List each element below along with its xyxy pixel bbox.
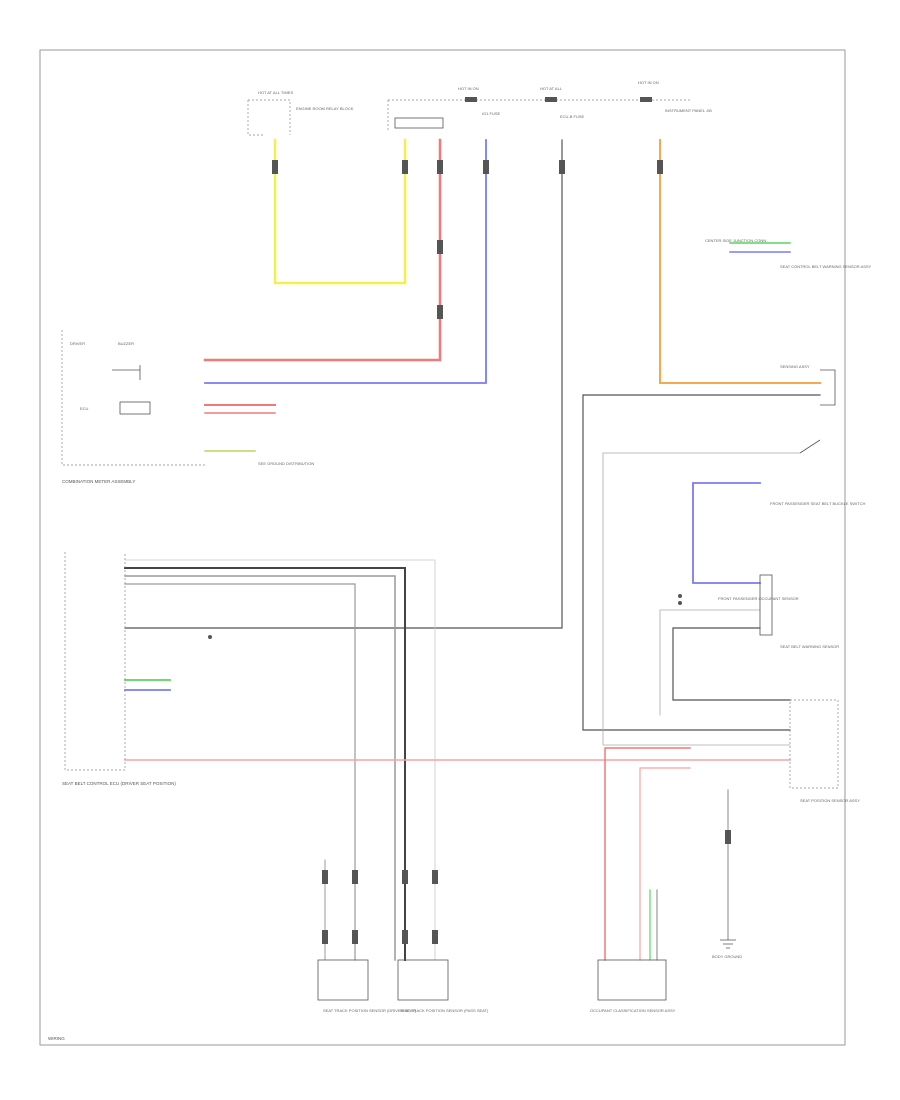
black-wire-driver-sensor [124, 567, 406, 961]
bottom-right-label: BODY GROUND [712, 954, 742, 959]
gray-wire-right-2 [672, 627, 791, 701]
pink-wire-occupant [639, 767, 691, 961]
red-wire-occupant [604, 747, 691, 961]
seat-belt-ecu: SEAT BELT CONTROL ECU (DRIVER SEAT POSIT… [62, 552, 682, 786]
left-ground-1-label: SEE GROUND DISTRIBUTION [258, 461, 314, 466]
meter-block-label: COMBINATION METER ASSEMBLY [62, 479, 135, 484]
top-junction-block: HOT IN ON IG1 FUSE HOT AT ALL ECU-B FUSE… [387, 80, 712, 130]
top-fuse-3-label: HOT AT ALL [540, 86, 563, 91]
top-fuse-4-desc: INSTRUMENT PANEL J/B [665, 108, 712, 113]
meter-label-2: BUZZER [118, 341, 134, 346]
right-conn-2-label: SEAT CONTROL BELT WARNING SENSOR ASSY [780, 264, 872, 269]
light-wire-pass-sensor [124, 559, 436, 961]
right-conn-3-label: SENSING ASSY [780, 364, 810, 369]
top-fuse-2-label: HOT IN ON [458, 86, 479, 91]
bottom-sensors: SEAT TRACK POSITION SENSOR (DRIVER SEAT)… [317, 939, 742, 1013]
top-fuse-2-desc: IG1 FUSE [482, 111, 501, 116]
black-wire-sensing [582, 394, 821, 731]
right-switch-1-label: FRONT PASSENGER SEAT BELT BUCKLE SWITCH [770, 501, 865, 506]
right-conn-5-label: SEAT BELT WARNING SENSOR [780, 644, 839, 649]
top-fuse-1-label: HOT AT ALL TIMES [258, 90, 293, 95]
meter-label-3: ECU [80, 406, 89, 411]
wires [124, 138, 821, 961]
right-conn-1-label: CENTER SIDE JUNCTION CONN [705, 238, 766, 243]
bottom-mid-label: OCCUPANT CLASSIFICATION SENSOR ASSY [590, 1008, 676, 1013]
blue-wire-switch [692, 482, 761, 584]
diagram-frame [39, 49, 846, 1046]
meter-label-1: DRIVER [70, 341, 85, 346]
top-fuse-block-1: HOT AT ALL TIMES ENGINE ROOM RELAY BLOCK [247, 90, 354, 136]
red-wire-meter [203, 138, 442, 362]
yellow-wire [273, 138, 407, 285]
top-fuse-3-desc: ECU-B FUSE [560, 114, 585, 119]
gray-wire-right-1 [602, 452, 801, 746]
top-fuse-1-desc: ENGINE ROOM RELAY BLOCK [296, 106, 354, 111]
footer-label: WIRING [48, 1036, 65, 1041]
gray-wire-driver-sensor [124, 575, 396, 961]
top-fuse-4-label: HOT IN ON [638, 80, 659, 85]
bottom-left-1-label: SEAT TRACK POSITION SENSOR (DRIVER SEAT) [323, 1008, 417, 1013]
right-components: CENTER SIDE JUNCTION CONN SEAT CONTROL B… [705, 238, 872, 803]
gray-wire-right-3 [659, 609, 761, 716]
combination-meter: DRIVER BUZZER ECU COMBINATION METER ASSE… [61, 330, 314, 484]
right-module-label: SEAT POSITION SENSOR ASSY [800, 798, 860, 803]
bottom-left-2-label: SEAT TRACK POSITION SENSOR (PASS SEAT) [400, 1008, 489, 1013]
black-wire-ecu [124, 139, 563, 629]
blue-wire-meter [204, 139, 487, 384]
wire-connectors [272, 160, 731, 944]
gray-wire-pass-sensor-1 [124, 583, 356, 961]
orange-wire [659, 139, 821, 384]
left-ecu-label: SEAT BELT CONTROL ECU (DRIVER SEAT POSIT… [62, 781, 176, 786]
right-conn-4-label: FRONT PASSENGER OCCUPANT SENSOR [718, 596, 799, 601]
